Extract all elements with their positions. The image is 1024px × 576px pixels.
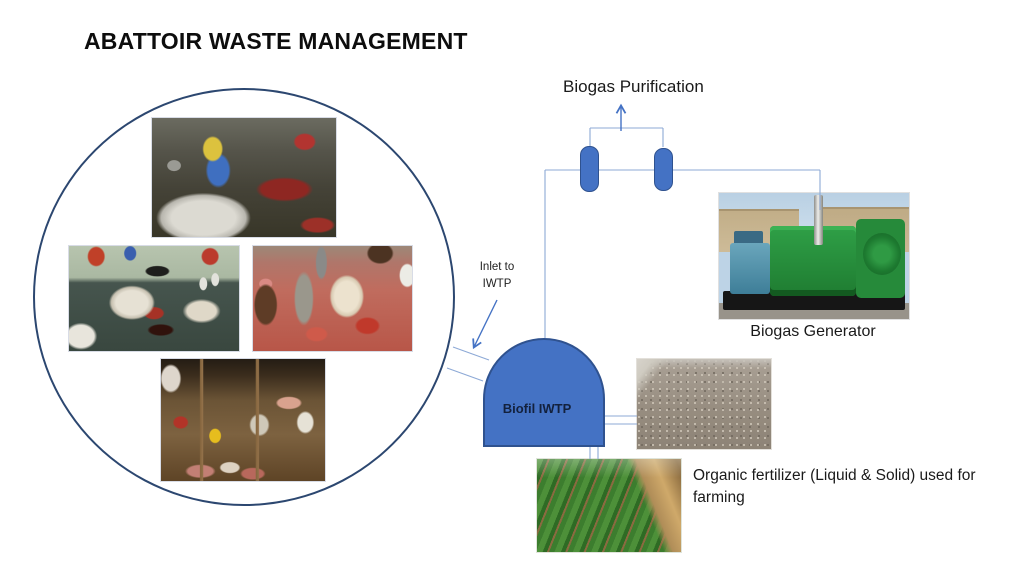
generator-blue-unit-shape bbox=[730, 243, 771, 294]
abattoir-photo-top bbox=[151, 117, 337, 238]
biofil-iwtp-label: Biofil IWTP bbox=[502, 400, 572, 416]
dried-sludge-photo bbox=[636, 358, 772, 450]
inlet-pipe-line-a bbox=[452, 346, 490, 361]
crop-field-photo bbox=[536, 458, 682, 553]
biogas-purification-label: Biogas Purification bbox=[563, 77, 704, 96]
scrubber-capsule-right bbox=[654, 148, 673, 191]
biogas-generator-caption: Biogas Generator bbox=[750, 323, 876, 340]
inlet-arrow bbox=[472, 299, 498, 350]
abattoir-photo-left bbox=[68, 245, 240, 352]
inlet-pipe-line-b bbox=[446, 367, 484, 382]
page-title: ABATTOIR WASTE MANAGEMENT bbox=[84, 28, 468, 54]
generator-control-panel-shape bbox=[734, 230, 763, 245]
generator-engine-shape bbox=[770, 225, 856, 297]
biogas-generator-photo bbox=[718, 192, 910, 320]
organic-fertilizer-caption: Organic fertilizer (Liquid & Solid) used… bbox=[693, 467, 976, 507]
generator-exhaust-cylinder-shape bbox=[814, 195, 823, 245]
abattoir-photo-right bbox=[252, 245, 413, 352]
generator-flywheel-shape bbox=[863, 233, 902, 276]
inlet-label-line2: IWTP bbox=[482, 277, 512, 290]
abattoir-photo-bottom bbox=[160, 358, 326, 482]
inlet-label-line1: Inlet to bbox=[479, 261, 515, 273]
scrubber-capsule-left bbox=[580, 146, 599, 192]
biofil-iwtp-tank: Biofil IWTP bbox=[483, 338, 605, 447]
inlet-to-iwtp-label: Inlet to IWTP bbox=[458, 259, 536, 292]
